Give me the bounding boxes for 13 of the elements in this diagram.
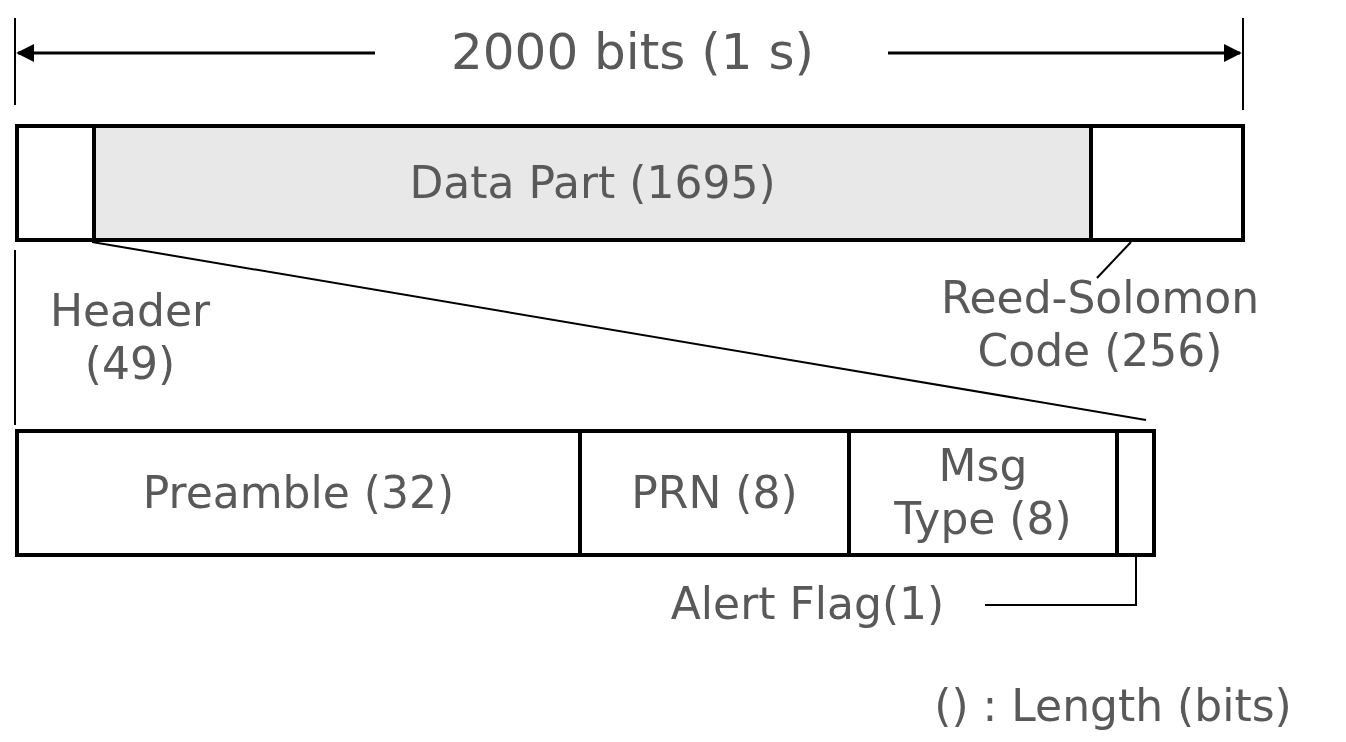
leader-line	[984, 556, 1137, 606]
expansion-line	[14, 249, 16, 426]
field-label: Header (49)	[48, 285, 212, 391]
field-label: Data Part (1695)	[409, 156, 776, 210]
expansion-line	[91, 241, 1147, 421]
field-label: Reed-Solomon Code (256)	[905, 272, 1295, 392]
legend-note: () : Length (bits)	[933, 680, 1293, 733]
field-label: Alert Flag(1)	[640, 578, 975, 634]
field-label: Preamble (32)	[142, 466, 455, 520]
dimension-label: 2000 bits (1 s)	[449, 22, 816, 82]
field-label: PRN (8)	[631, 466, 798, 520]
leader-line	[1096, 241, 1132, 279]
field-label: Msg Type (8)	[893, 440, 1073, 546]
